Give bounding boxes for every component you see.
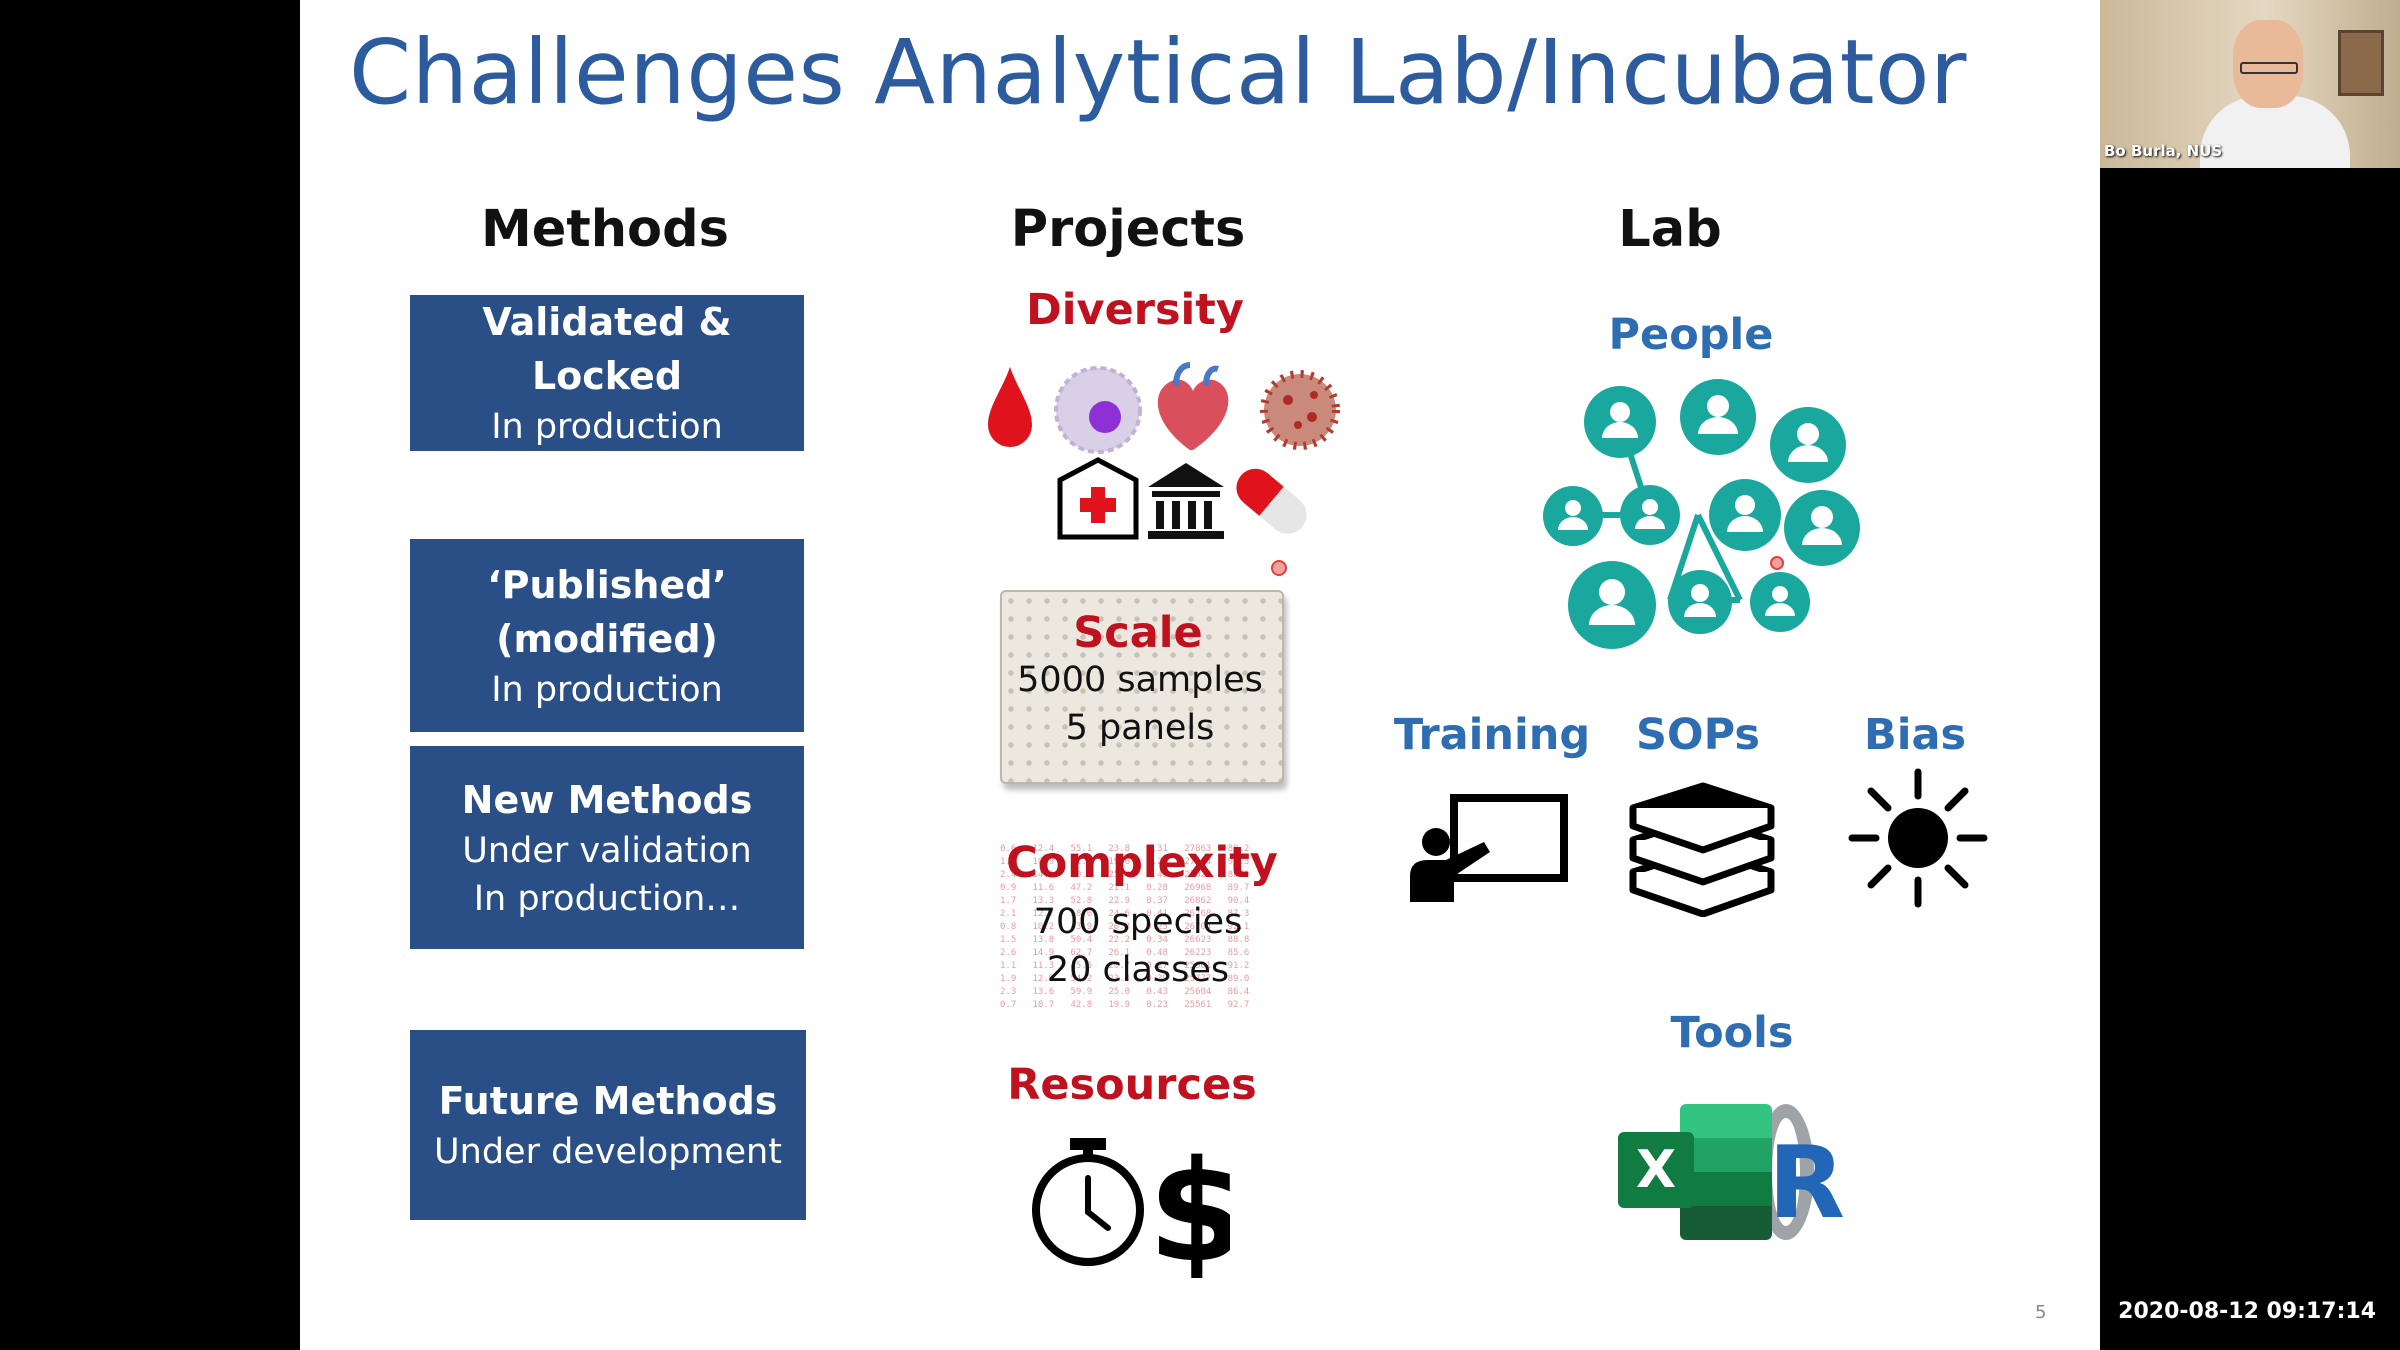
svg-text:$: $ xyxy=(1148,1131,1230,1278)
wall-picture xyxy=(2338,30,2384,96)
well-plate-image xyxy=(1000,590,1284,784)
method-box-validated: Validated & Locked In production xyxy=(410,295,804,451)
method-box-line: Under development xyxy=(434,1132,782,1172)
method-box-line: In production xyxy=(491,669,723,710)
method-box-title: (modified) xyxy=(496,616,718,661)
projects-heading: Projects xyxy=(1010,200,1246,259)
resources-icons: $ xyxy=(1032,1131,1230,1278)
scale-label: Scale xyxy=(1073,608,1203,658)
excel-letter: X xyxy=(1618,1132,1694,1208)
method-box-line: Under validation xyxy=(462,830,752,871)
data-table-background: 0.6 12.4 55.1 23.8 0.31 27863 88.2 1.2 1… xyxy=(1000,844,1250,1010)
slide: Challenges Analytical Lab/Incubator Meth… xyxy=(300,0,2100,1350)
cell-icon xyxy=(1054,366,1142,454)
pill-icon xyxy=(1236,468,1307,534)
recording-timestamp: 2020-08-12 09:17:14 xyxy=(2118,1299,2376,1324)
institution-icon xyxy=(1148,463,1224,539)
method-box-title: Future Methods xyxy=(438,1079,778,1123)
speaker-video[interactable] xyxy=(2100,0,2400,168)
heart-icon xyxy=(1157,362,1229,450)
glasses-icon xyxy=(2240,62,2298,74)
diversity-label: Diversity xyxy=(1026,285,1244,335)
people-network-icon xyxy=(1543,379,1860,649)
lab-heading: Lab xyxy=(1618,200,1722,259)
dollar-icon: $ xyxy=(1148,1131,1230,1278)
hospital-icon xyxy=(1057,457,1139,540)
complexity-label: Complexity xyxy=(1006,838,1278,888)
scale-line: 5000 samples xyxy=(1017,660,1263,700)
speaker-head xyxy=(2233,20,2303,108)
method-box-line: In production… xyxy=(473,878,741,919)
method-box-title: Validated & Locked xyxy=(482,300,732,398)
people-label: People xyxy=(1608,310,1774,360)
complexity-line: 20 classes xyxy=(1046,950,1230,990)
teacher-board-icon xyxy=(1410,794,1568,902)
page-number: 5 xyxy=(2035,1302,2047,1323)
tools-label: Tools xyxy=(1670,1008,1794,1058)
diversity-icons xyxy=(988,362,1340,540)
method-box-future: Future Methods Under development xyxy=(410,1030,806,1220)
method-box-title: New Methods xyxy=(461,777,753,822)
methods-heading: Methods xyxy=(481,200,729,259)
laser-pointer-dot xyxy=(1271,560,1287,576)
tools-icons: X R xyxy=(1618,1098,1845,1248)
sun-icon xyxy=(1848,768,1988,908)
method-box-published: ‘Published’ (modified) In production xyxy=(410,539,804,732)
speaker-body xyxy=(2200,96,2350,168)
resources-label: Resources xyxy=(1007,1060,1257,1110)
slide-title: Challenges Analytical Lab/Incubator xyxy=(349,20,1968,124)
excel-icon xyxy=(1680,1104,1772,1240)
method-box-title: ‘Published’ xyxy=(487,562,727,607)
training-label: Training xyxy=(1393,710,1591,760)
speaker-name-label: Bo Burla, NUS xyxy=(2104,142,2223,160)
laser-pointer-dot xyxy=(1770,556,1784,570)
method-box-new: New Methods Under validation In producti… xyxy=(410,746,804,949)
r-logo-icon: R xyxy=(1768,1124,1846,1241)
sops-label: SOPs xyxy=(1636,710,1760,760)
blood-drop-icon xyxy=(988,367,1032,447)
virus-icon xyxy=(1260,370,1340,450)
scale-line: 5 panels xyxy=(1065,708,1215,748)
stopwatch-icon xyxy=(1032,1138,1144,1266)
books-icon xyxy=(1629,782,1775,917)
bias-label: Bias xyxy=(1863,710,1967,760)
method-box-line: In production xyxy=(491,407,723,447)
complexity-line: 700 species xyxy=(1033,902,1243,942)
